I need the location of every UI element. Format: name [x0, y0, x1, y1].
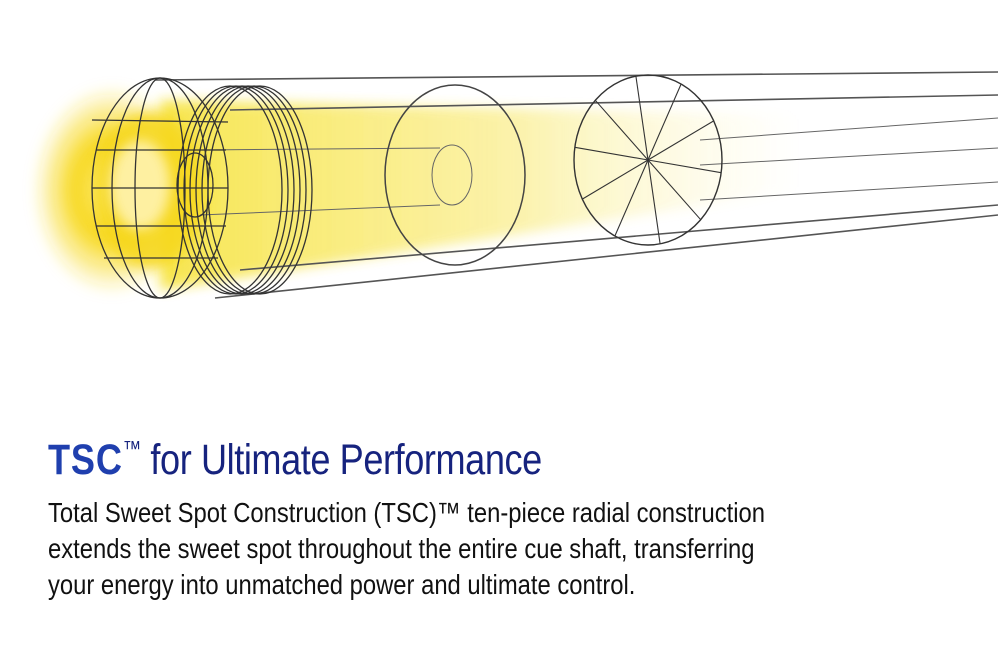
radial-spoke	[614, 159, 649, 237]
heading-tail: for Ultimate Performance	[140, 436, 542, 484]
feature-copy: TSC™ for Ultimate Performance Total Swee…	[48, 424, 948, 603]
radial-spoke	[635, 76, 649, 161]
radial-spoke	[582, 159, 649, 200]
heading-trademark: ™	[122, 436, 141, 461]
radial-spoke	[594, 99, 649, 161]
radial-spokes	[574, 76, 722, 244]
radial-spoke	[647, 159, 722, 174]
front-cap	[91, 77, 313, 299]
radial-spoke	[647, 120, 714, 161]
mid-section-ring	[384, 84, 526, 266]
radial-spoke	[574, 146, 649, 161]
inner-rod	[199, 117, 998, 216]
feature-heading: TSC™ for Ultimate Performance	[48, 424, 804, 485]
energy-glow	[32, 85, 800, 295]
cue-shaft-illustration	[32, 71, 998, 299]
radial-spoke	[647, 159, 661, 244]
radial-spoke	[647, 83, 682, 161]
radial-spoke	[647, 159, 702, 221]
feature-description: Total Sweet Spot Construction (TSC)™ ten…	[48, 497, 765, 600]
heading-brand: TSC	[48, 436, 123, 484]
radial-section	[573, 74, 723, 246]
shaft-outline	[154, 71, 998, 299]
